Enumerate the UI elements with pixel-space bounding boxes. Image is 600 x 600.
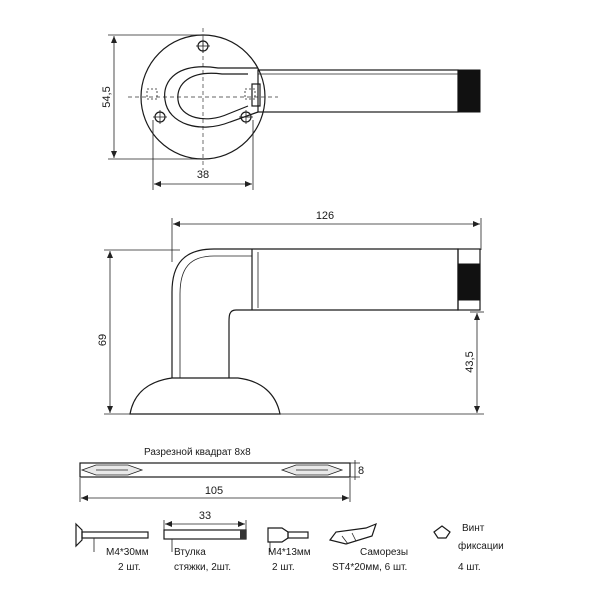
part-screw-m4x13-qty: 2 шт. [272, 562, 295, 573]
lever-collar [251, 83, 261, 107]
part-screw-m4x13-name: М4*13мм [268, 547, 311, 558]
part-fix-screw-qty: 4 шт. [458, 562, 481, 573]
rosette-base [129, 377, 281, 415]
part-screw-m4x30: М4*30мм 2 шт. [75, 522, 149, 573]
part-fix-screw-name2: фиксации [458, 540, 504, 552]
side-view: 126 69 43,5 [97, 210, 484, 415]
dim-top-height-label: 54,5 [101, 86, 113, 107]
screw-hole [239, 110, 253, 124]
lever-end-cap [457, 69, 481, 113]
part-fix-screw-name: Винт [462, 523, 485, 534]
part-screw-m4x30-qty: 2 шт. [118, 562, 141, 573]
dim-top-width-label: 38 [197, 169, 209, 181]
screw-shank [81, 531, 149, 539]
lever-neck-inner [177, 72, 249, 120]
lever-neck [164, 66, 259, 128]
dim-spindle-length-label: 105 [205, 485, 223, 497]
part-screw-m4x30-name: М4*30мм [106, 547, 149, 558]
part-screw-m4x13: М4*13мм 2 шт. [267, 527, 311, 573]
self-tapping-screw [328, 522, 377, 545]
lever-arm [257, 69, 459, 113]
fixing-post [146, 88, 158, 100]
spindle: Разрезной квадрат 8х8 8 105 [79, 447, 364, 502]
fix-screw [433, 525, 451, 539]
sleeve-end [240, 530, 246, 539]
dim-spindle-side-label: 8 [358, 465, 364, 477]
dim-side-height-label: 69 [97, 334, 109, 346]
handle-end-band [457, 263, 481, 301]
dim-side-length-label: 126 [316, 210, 334, 222]
fixing-post [244, 88, 256, 100]
screw-hole [196, 39, 210, 53]
screw-head [75, 522, 83, 548]
part-self-tapping-name2: ST4*20мм, 6 шт. [332, 562, 407, 573]
spindle-title: Разрезной квадрат 8х8 [144, 447, 251, 458]
dim-sleeve-label: 33 [199, 510, 211, 522]
part-sleeve-name2: стяжки, 2шт. [174, 562, 231, 573]
top-view: 54,5 38 [101, 28, 481, 190]
handle-body [171, 248, 459, 378]
spindle-bar [79, 462, 351, 478]
part-self-tapping-screw: Саморезы ST4*20мм, 6 шт. [328, 522, 408, 573]
part-self-tapping-name: Саморезы [360, 547, 408, 558]
part-sleeve: 33 Втулка стяжки, 2шт. [163, 510, 247, 573]
handle-inner-line [179, 255, 252, 378]
sleeve-body [163, 529, 247, 540]
part-fix-screw: Винт фиксации 4 шт. [433, 523, 504, 573]
dim-axis-height-label: 43,5 [464, 351, 476, 372]
part-sleeve-name: Втулка [174, 547, 206, 558]
screw-head [267, 527, 289, 543]
screw-hole [153, 110, 167, 124]
screw-shank [287, 531, 309, 539]
